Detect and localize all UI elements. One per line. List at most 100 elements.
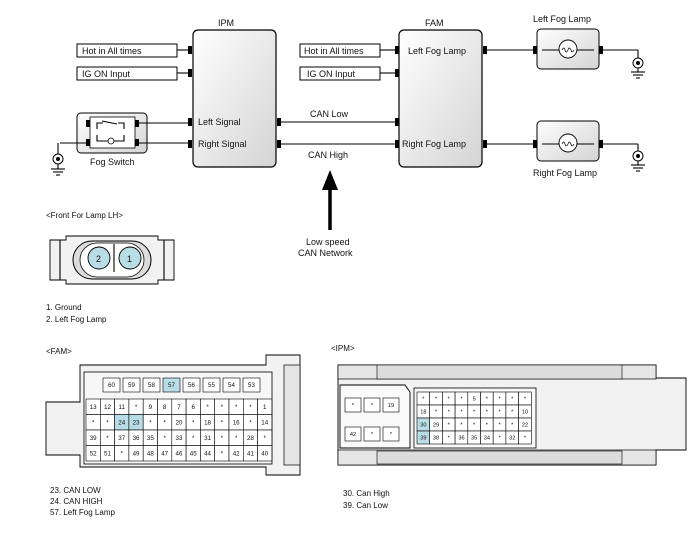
ipm-pin-label: * [422, 397, 425, 403]
ipm-pin-label: * [486, 410, 489, 416]
ipm-pin-label: * [511, 410, 514, 416]
fam-pin-label: 20 [176, 419, 183, 426]
ipm-legend-2: 39. Can Low [343, 501, 388, 510]
fam-pin-label: 28 [247, 435, 254, 442]
fam-pin-label: * [106, 419, 109, 426]
fam-pin-label: 49 [133, 450, 140, 457]
ipm-hot-input-label: Hot in All times [82, 46, 142, 56]
ipm-pin-cell [518, 430, 532, 445]
ipm-small-pin-cell [382, 397, 400, 413]
fam-pin-label: 23 [133, 419, 140, 426]
fam-hot-input-label: Hot in All times [304, 46, 364, 56]
fam-pin-label: 1 [263, 404, 267, 411]
fam-pin-label: * [249, 419, 252, 426]
ipm-pin-label: * [511, 423, 514, 429]
fam-module: FAM Left Fog Lamp Right Fog Lamp [395, 18, 487, 168]
left-fog-lamp: Left Fog Lamp [487, 14, 638, 70]
front-lamp-connector-title: <Front For Lamp LH> [46, 211, 123, 220]
fam-pin-label: * [163, 419, 166, 426]
fam-pin-label: 6 [192, 404, 196, 411]
fam-pin-label: * [106, 435, 109, 442]
fam-pin-label: 18 [204, 419, 211, 426]
front-lamp-pin-2: 2 [96, 254, 101, 264]
ipm-pin-label: * [498, 410, 501, 416]
fam-pin-cell [142, 377, 161, 393]
fam-pin-label: * [135, 404, 138, 411]
fam-pin-label: 7 [177, 404, 181, 411]
ipm-pin-label: 36 [458, 436, 464, 442]
fam-pin-label: 8 [163, 404, 167, 411]
ipm-small-pin-label: 42 [350, 432, 356, 438]
fam-pin-label: 41 [247, 450, 254, 457]
fam-pin-label: * [221, 435, 224, 442]
fam-pin-label: * [206, 404, 209, 411]
fam-pin-label: 56 [188, 382, 195, 389]
ipm-small-pin-cell [363, 397, 381, 413]
ipm-right-signal-label: Right Signal [198, 139, 247, 149]
ipm-pin-label: * [473, 423, 476, 429]
fam-pin-label: * [221, 450, 224, 457]
fam-pin-label: 33 [176, 435, 183, 442]
front-lamp-legend-2: 2. Left Fog Lamp [46, 315, 107, 324]
ipm-legend-1: 30. Can High [343, 489, 390, 498]
ipm-pin-label: * [511, 397, 514, 403]
fam-pin-label: 36 [133, 435, 140, 442]
fam-pin-cell [162, 377, 181, 393]
fam-pin-cell [242, 377, 261, 393]
ipm-pin-label: * [524, 436, 527, 442]
fam-pin-label: 37 [118, 435, 125, 442]
fam-pin-label: 11 [119, 404, 126, 411]
ipm-pin-label: * [486, 397, 489, 403]
ipm-pin-label: 22 [522, 423, 528, 429]
fam-pin-label: 54 [228, 382, 235, 389]
ipm-title: IPM [218, 18, 234, 28]
ipm-pin-label: * [524, 397, 527, 403]
fam-pin-label: 24 [118, 419, 125, 426]
can-bus: CAN Low CAN High [281, 109, 395, 160]
fam-pin-label: 58 [148, 382, 155, 389]
ipm-pin-label: * [460, 423, 463, 429]
ipm-pin-label: 38 [433, 436, 439, 442]
ipm-pin-label: 5 [473, 397, 476, 403]
ipm-pin-label: 29 [433, 423, 439, 429]
ipm-pin-label: * [448, 436, 451, 442]
fam-inputs: Hot in All times IG ON Input [299, 43, 395, 81]
fam-pin-label: * [235, 435, 238, 442]
fam-pin-label: * [192, 435, 195, 442]
fam-pin-label: 46 [176, 450, 183, 457]
ipm-pin-label: * [498, 397, 501, 403]
fam-pin-label: * [221, 419, 224, 426]
ipm-pin-label: * [448, 410, 451, 416]
ipm-pin-label: * [486, 423, 489, 429]
ipm-small-pin-cell [344, 397, 362, 413]
ipm-pin-label: * [448, 423, 451, 429]
ipm-pin-label: 10 [522, 410, 528, 416]
front-lamp-legend-1: 1. Ground [46, 303, 82, 312]
fam-left-fog-lamp-label: Left Fog Lamp [408, 46, 466, 56]
ipm-pin-label: 34 [484, 436, 490, 442]
arrow-up-icon: Low speed CAN Network [298, 170, 353, 258]
fam-pin-cell [222, 377, 241, 393]
fam-connector-title: <FAM> [46, 347, 72, 356]
fam-pin-label: * [92, 419, 95, 426]
ipm-connector-title: <IPM> [331, 344, 355, 353]
ground-icon [631, 50, 645, 79]
ipm-small-pin-cell [363, 426, 381, 442]
ipm-module: IPM Left Signal Right Signal [188, 18, 281, 168]
fam-pin-label: 12 [104, 404, 111, 411]
fam-pin-label: * [264, 435, 267, 442]
ipm-pin-label: 32 [509, 436, 515, 442]
fog-switch-label: Fog Switch [90, 157, 135, 167]
fam-legend-3: 57. Left Fog Lamp [50, 508, 115, 517]
fog-switch: Fog Switch [60, 112, 188, 167]
can-low-label: CAN Low [310, 109, 349, 119]
fam-pin-label: 44 [204, 450, 211, 457]
ipm-pin-label: * [498, 436, 501, 442]
fam-pin-label: * [235, 404, 238, 411]
ipm-ig-input-label: IG ON Input [82, 69, 131, 79]
ipm-small-pin-label: * [371, 432, 374, 438]
fam-title: FAM [425, 18, 444, 28]
ipm-pin-label: * [435, 397, 438, 403]
network-label-line2: CAN Network [298, 248, 353, 258]
